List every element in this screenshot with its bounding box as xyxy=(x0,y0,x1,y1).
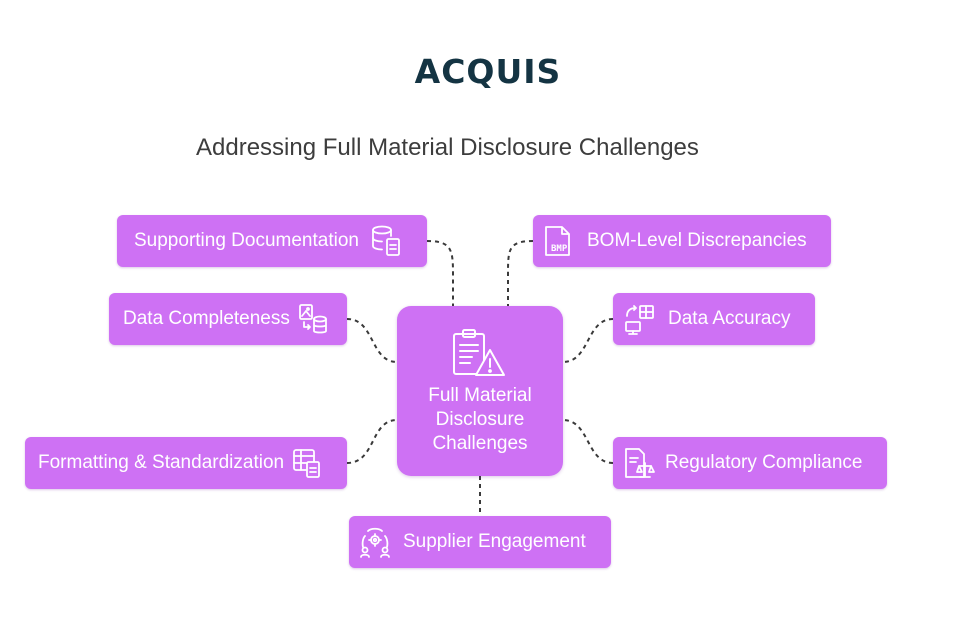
node-supplier-engagement: Supplier Engagement xyxy=(349,516,611,568)
connector-data-accuracy xyxy=(562,318,614,363)
node-label: Formatting & Standardization xyxy=(38,452,285,473)
node-data-accuracy: Data Accuracy xyxy=(613,293,815,345)
node-label: Supporting Documentation xyxy=(134,230,359,251)
center-label: Full Material Disclosure Challenges xyxy=(428,385,532,454)
svg-text:BMP: BMP xyxy=(551,244,568,254)
image-to-database-icon xyxy=(298,304,327,334)
table-document-icon xyxy=(293,449,320,478)
clipboard-warning-icon xyxy=(453,329,505,376)
connector-formatting-standardization xyxy=(346,419,398,464)
node-label: BOM-Level Discrepancies xyxy=(587,230,807,251)
node-label: Supplier Engagement xyxy=(403,531,586,552)
logo: ACQUIS xyxy=(414,52,562,91)
node-supporting-documentation: Supporting Documentation xyxy=(117,215,427,267)
connector-data-completeness xyxy=(346,318,398,363)
node-bom-level-discrepancies: BMP BOM-Level Discrepancies xyxy=(533,215,831,267)
node-label: Data Accuracy xyxy=(668,308,791,329)
team-gear-icon xyxy=(360,527,390,558)
node-regulatory-compliance: Regulatory Compliance xyxy=(613,437,887,489)
connector-regulatory-compliance xyxy=(562,419,614,464)
node-data-completeness: Data Completeness xyxy=(109,293,347,345)
node-label: Data Completeness xyxy=(123,308,290,329)
node-formatting-standardization: Formatting & Standardization xyxy=(25,437,347,489)
diagram-title: Addressing Full Material Disclosure Chal… xyxy=(196,134,699,161)
node-label: Regulatory Compliance xyxy=(665,452,863,473)
database-document-icon xyxy=(372,225,400,256)
center-node: Full Material Disclosure Challenges xyxy=(397,306,563,476)
document-scale-icon xyxy=(625,448,655,478)
data-sync-icon xyxy=(625,305,654,335)
connector-bom-level-discrepancies xyxy=(507,240,534,306)
connector-supporting-documentation xyxy=(426,240,454,306)
bmp-file-icon: BMP xyxy=(545,226,570,256)
